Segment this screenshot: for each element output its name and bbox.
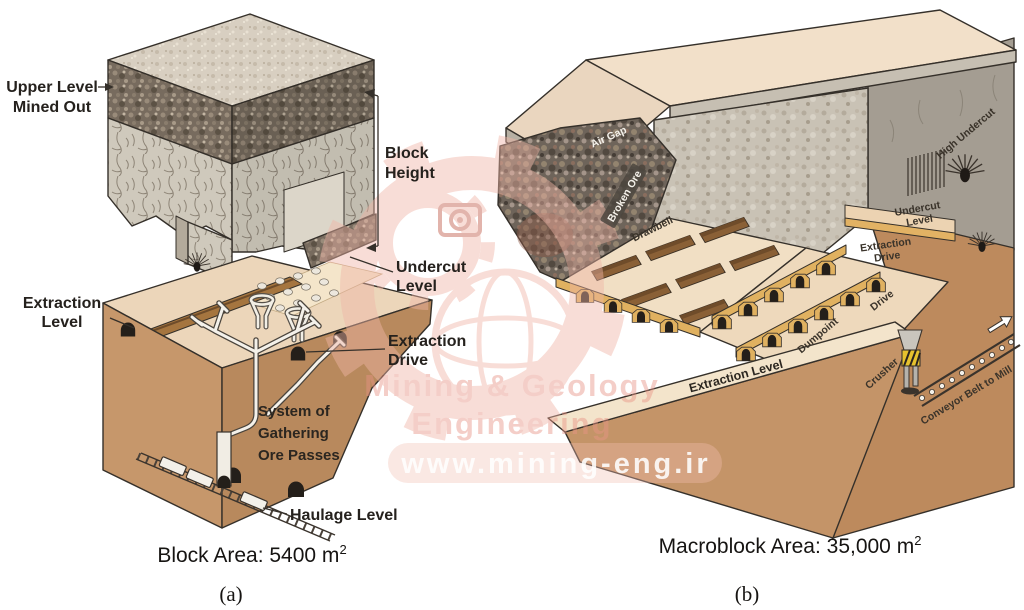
extraction-drive-pointer-line	[305, 348, 386, 353]
arrow-head-icon	[366, 243, 376, 252]
label-gathering-3: Ore Passes	[258, 447, 340, 464]
label-extraction-level-1: Extraction	[23, 295, 101, 312]
label-upper-level-1: Upper Level	[6, 79, 98, 96]
haulage-pointer-line	[262, 507, 288, 515]
label-undercut-2: Level	[396, 278, 437, 295]
label-extraction-drive-2: Drive	[388, 352, 428, 369]
watermark-gear-icon	[340, 156, 604, 420]
caption-b-text: Macroblock Area: 35,000 m	[659, 535, 915, 558]
label-extraction-drive-1: Extraction	[388, 333, 466, 350]
label-b-undercut-2: Level	[905, 213, 934, 229]
crusher-machine	[897, 329, 923, 395]
label-upper-level-2: Mined Out	[13, 99, 92, 116]
block-a-right-face	[221, 299, 433, 529]
caption-a-text: Block Area: 5400 m	[157, 544, 339, 567]
label-gathering-2: Gathering	[258, 425, 329, 442]
tag-b: (b)	[735, 582, 760, 606]
surface-slab-edge	[669, 49, 1017, 120]
watermark-globe-icon	[431, 268, 579, 416]
caption-a: Block Area: 5400 m2	[157, 542, 346, 567]
caption-b: Macroblock Area: 35,000 m2	[659, 533, 922, 558]
caption-a-sup: 2	[339, 542, 346, 557]
haulage-level	[135, 431, 336, 542]
watermark-url-band	[388, 443, 722, 483]
arrow-head-icon	[105, 83, 114, 91]
blasthole-comb	[907, 149, 945, 196]
diagram-b-macroblock	[497, 9, 1021, 539]
extraction-level-pointer-line	[109, 317, 135, 329]
watermark-logo: Mining & Geology Engineering	[317, 133, 722, 483]
captions: Block Area: 5400 m2 (a) Macroblock Area:…	[157, 533, 921, 606]
block-a-pillar-side	[175, 215, 189, 265]
undercut-ledge-gold	[844, 217, 956, 242]
watermark-url: www.mining-eng.ir	[400, 448, 710, 480]
label-undercut-1: Undercut	[396, 259, 467, 276]
undercut-pointer-line	[349, 256, 394, 273]
label-block-height-1: Block	[385, 145, 429, 162]
drawpoint-rows	[555, 244, 886, 362]
label-block-height-2: Height	[385, 165, 435, 182]
label-haulage-level: Haulage Level	[290, 507, 398, 524]
watermark-line1: Mining & Geology	[364, 368, 660, 403]
label-extraction-level-2: Level	[42, 314, 83, 331]
arrow-head-icon	[364, 89, 375, 98]
label-gathering-1: System of	[258, 403, 331, 420]
block-a-undercut-wedge	[302, 213, 377, 269]
watermark-camera-icon	[438, 203, 482, 237]
watermark-line2: Engineering	[411, 406, 612, 441]
label-b-extraction-drive-2: Drive	[873, 249, 901, 265]
ore-pass-pipes	[189, 300, 347, 437]
conveyor-belt	[913, 316, 1021, 407]
labels-a: Upper Level Mined Out Block Height Under…	[6, 79, 467, 524]
flow-arrow-icon	[987, 316, 1013, 334]
caption-b-sup: 2	[914, 533, 921, 548]
diagram-a-block-cave	[102, 13, 433, 542]
tag-a: (a)	[219, 582, 242, 606]
